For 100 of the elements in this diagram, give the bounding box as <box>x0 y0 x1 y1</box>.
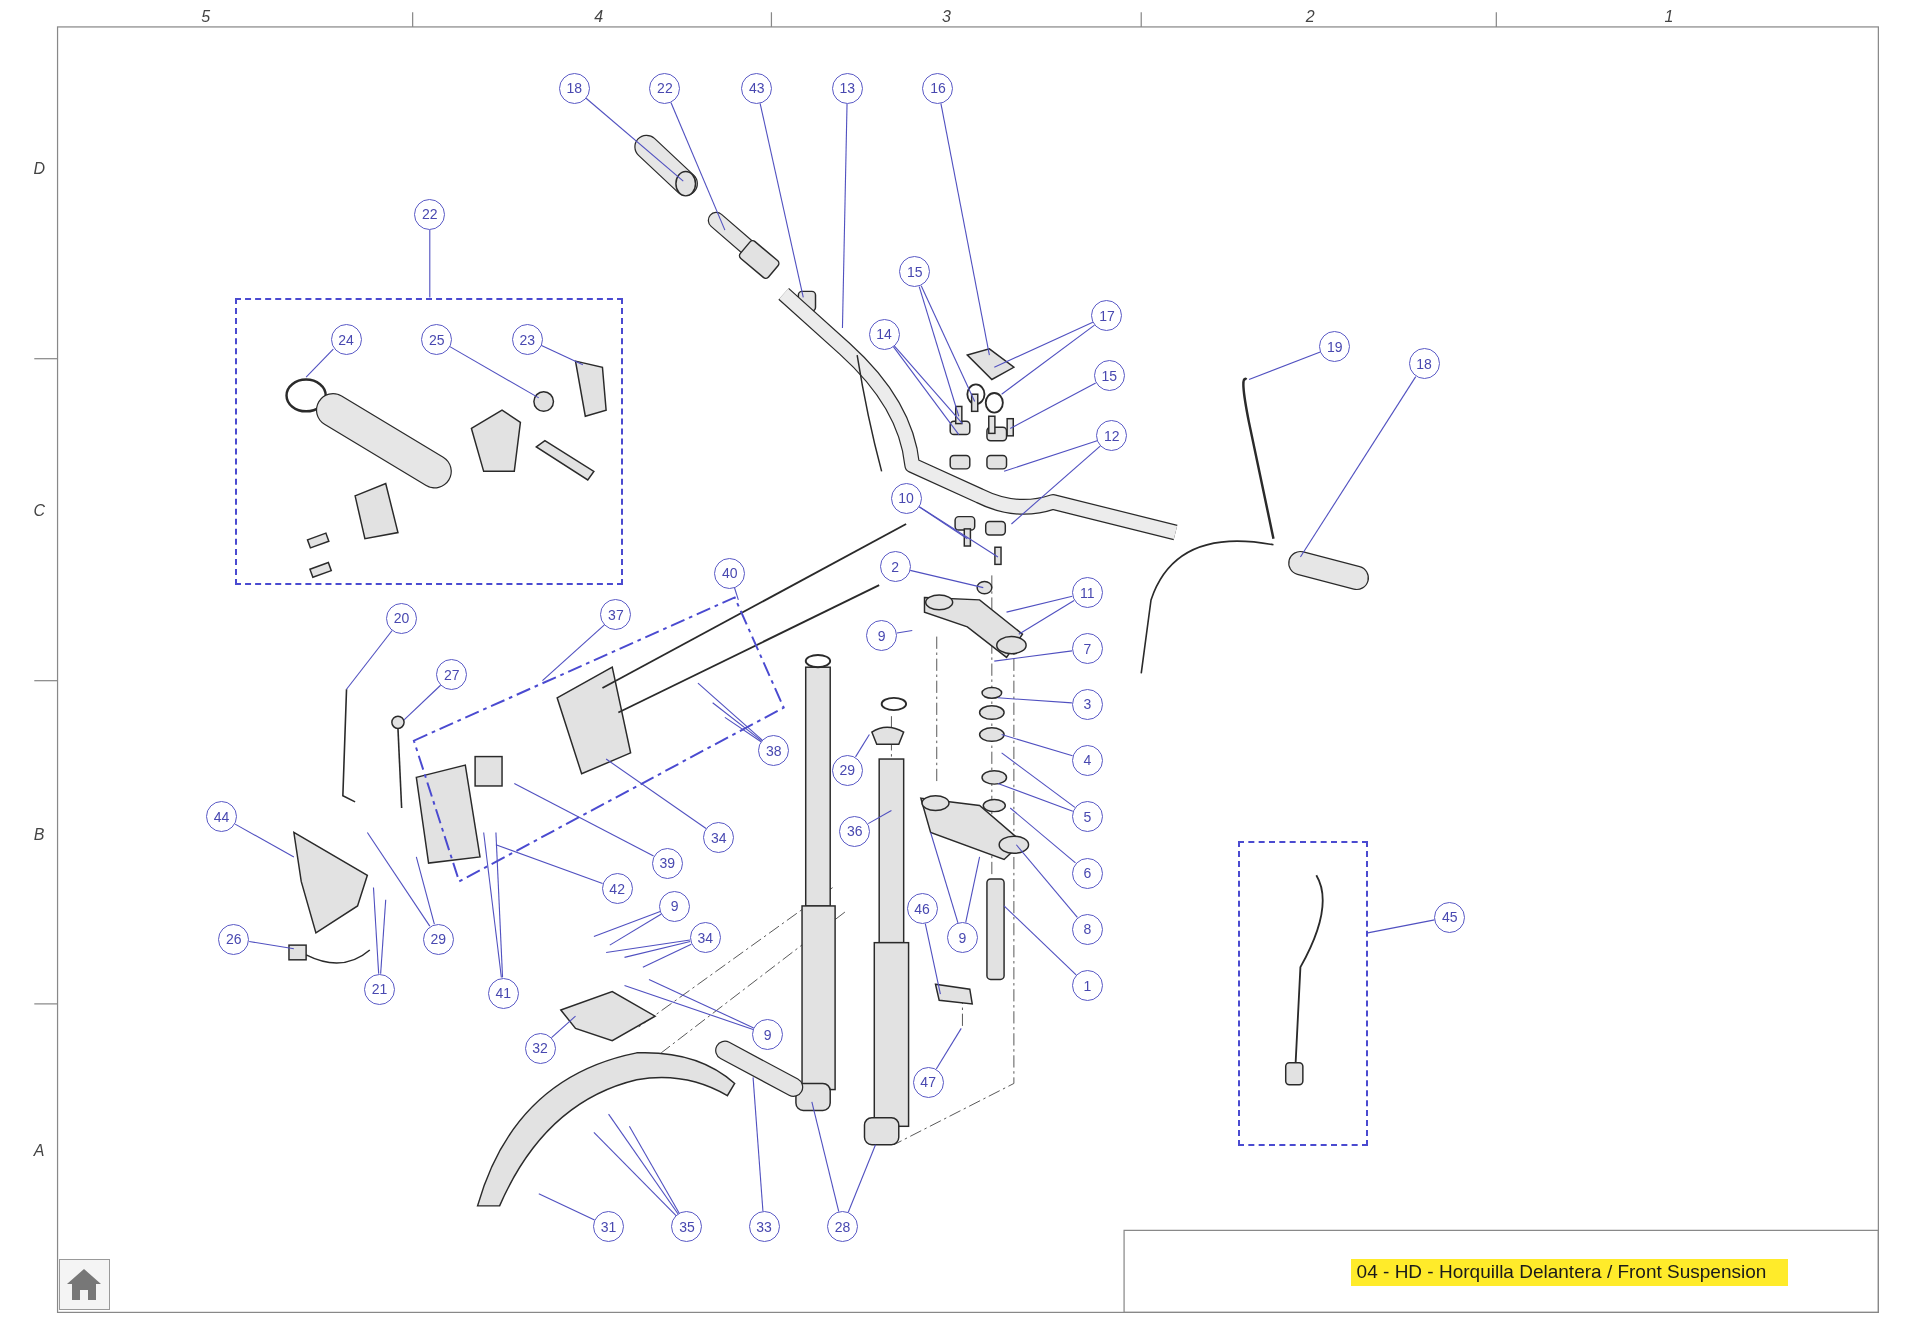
callout-number: 35 <box>671 1211 703 1243</box>
leader-line <box>892 346 960 436</box>
leader-line <box>1299 376 1417 558</box>
leader-line <box>605 758 707 830</box>
leader-line <box>1001 324 1096 395</box>
leader-line <box>847 1144 877 1213</box>
group-frame <box>1237 841 1368 1147</box>
callout-number: 13 <box>831 72 863 104</box>
leader-line <box>930 831 959 924</box>
leader-line <box>1003 905 1077 976</box>
leader-line <box>605 939 691 953</box>
leader-line <box>495 831 504 978</box>
leader-line <box>997 782 1074 812</box>
leader-line <box>811 1101 840 1213</box>
callout-number: 46 <box>906 893 938 925</box>
callout-number: 8 <box>1071 913 1103 945</box>
callout-number: 36 <box>839 815 871 847</box>
leader-line <box>920 285 976 403</box>
callout-number: 44 <box>206 801 238 833</box>
leader-line <box>854 734 870 758</box>
leader-line <box>495 844 604 885</box>
callout-number: 43 <box>741 72 773 104</box>
leader-line <box>1001 734 1074 757</box>
leader-line <box>867 809 892 825</box>
leader-line <box>909 569 984 589</box>
leader-line <box>551 1015 577 1039</box>
leader-line <box>759 102 804 299</box>
callout-number: 45 <box>1434 901 1466 933</box>
callout-number: 10 <box>890 482 922 514</box>
callout-number: 9 <box>946 922 978 954</box>
callout-number: 23 <box>511 324 543 356</box>
leader-line <box>608 1113 679 1215</box>
callout-number: 40 <box>714 557 746 589</box>
leader-line <box>593 1131 677 1217</box>
leader-line <box>541 624 605 682</box>
callout-number: 47 <box>912 1066 944 1098</box>
leader-line <box>697 682 763 741</box>
callout-number: 25 <box>421 324 453 356</box>
callout-number: 24 <box>330 324 362 356</box>
leader-line <box>1018 600 1075 635</box>
leader-line <box>935 1027 962 1070</box>
callout-number: 12 <box>1096 420 1128 452</box>
leader-line <box>918 286 960 417</box>
leader-line <box>380 899 387 975</box>
leader-line <box>896 629 913 634</box>
leader-line <box>513 782 655 857</box>
leader-line <box>1009 382 1097 430</box>
callout-number: 32 <box>524 1032 556 1064</box>
leader-line <box>248 940 295 950</box>
leader-line <box>366 831 431 927</box>
leader-line <box>993 321 1094 368</box>
callout-number: 5 <box>1071 801 1103 833</box>
callout-number: 9 <box>659 890 691 922</box>
callout-number: 15 <box>1093 360 1125 392</box>
callout-number: 34 <box>689 922 721 954</box>
leader-line <box>593 910 661 938</box>
leader-line <box>628 1125 680 1214</box>
grid-reference: 4 <box>594 8 604 27</box>
leader-line <box>1015 844 1078 918</box>
leader-line <box>483 831 502 979</box>
leader-line <box>1010 445 1101 525</box>
leader-line <box>752 1076 764 1212</box>
callout-number: 22 <box>649 72 681 104</box>
callout-number: 39 <box>651 847 683 879</box>
leader-line <box>648 978 755 1029</box>
group-frame <box>235 297 624 586</box>
drawing-title: 04 - HD - Horquilla Delantera / Front Suspension <box>1350 1258 1788 1286</box>
leader-line <box>429 229 431 299</box>
callout-number: 15 <box>899 256 931 288</box>
callout-number: 20 <box>386 602 418 634</box>
leader-line <box>893 345 963 425</box>
callout-number: 28 <box>826 1211 858 1243</box>
leader-line <box>940 102 990 356</box>
grid-reference: C <box>33 501 45 520</box>
callout-number: 9 <box>752 1019 784 1051</box>
grid-reference: 3 <box>942 8 951 27</box>
leader-line <box>965 856 981 924</box>
callout-number: 38 <box>758 735 790 767</box>
callout-number: 16 <box>922 72 954 104</box>
callout-number: 18 <box>558 72 590 104</box>
leader-line <box>924 923 941 995</box>
grid-reference: 2 <box>1305 8 1315 27</box>
leader-line <box>642 943 692 968</box>
callout-number: 42 <box>601 873 633 905</box>
callout-number: 26 <box>218 923 250 955</box>
leader-line <box>234 823 295 858</box>
leader-line <box>1003 440 1098 472</box>
callout-number: 31 <box>593 1211 625 1243</box>
callout-number: 2 <box>879 551 911 583</box>
leader-line <box>1009 807 1077 864</box>
leader-line <box>1367 919 1436 934</box>
leader-line <box>918 506 968 540</box>
callout-number: 18 <box>1408 348 1440 380</box>
leader-line <box>372 887 380 975</box>
callout-number: 9 <box>866 620 898 651</box>
callout-number: 21 <box>364 973 396 1005</box>
leader-line <box>733 587 739 601</box>
callout-number: 34 <box>703 822 735 854</box>
callout-number: 19 <box>1319 331 1351 362</box>
callout-number: 17 <box>1091 300 1123 332</box>
